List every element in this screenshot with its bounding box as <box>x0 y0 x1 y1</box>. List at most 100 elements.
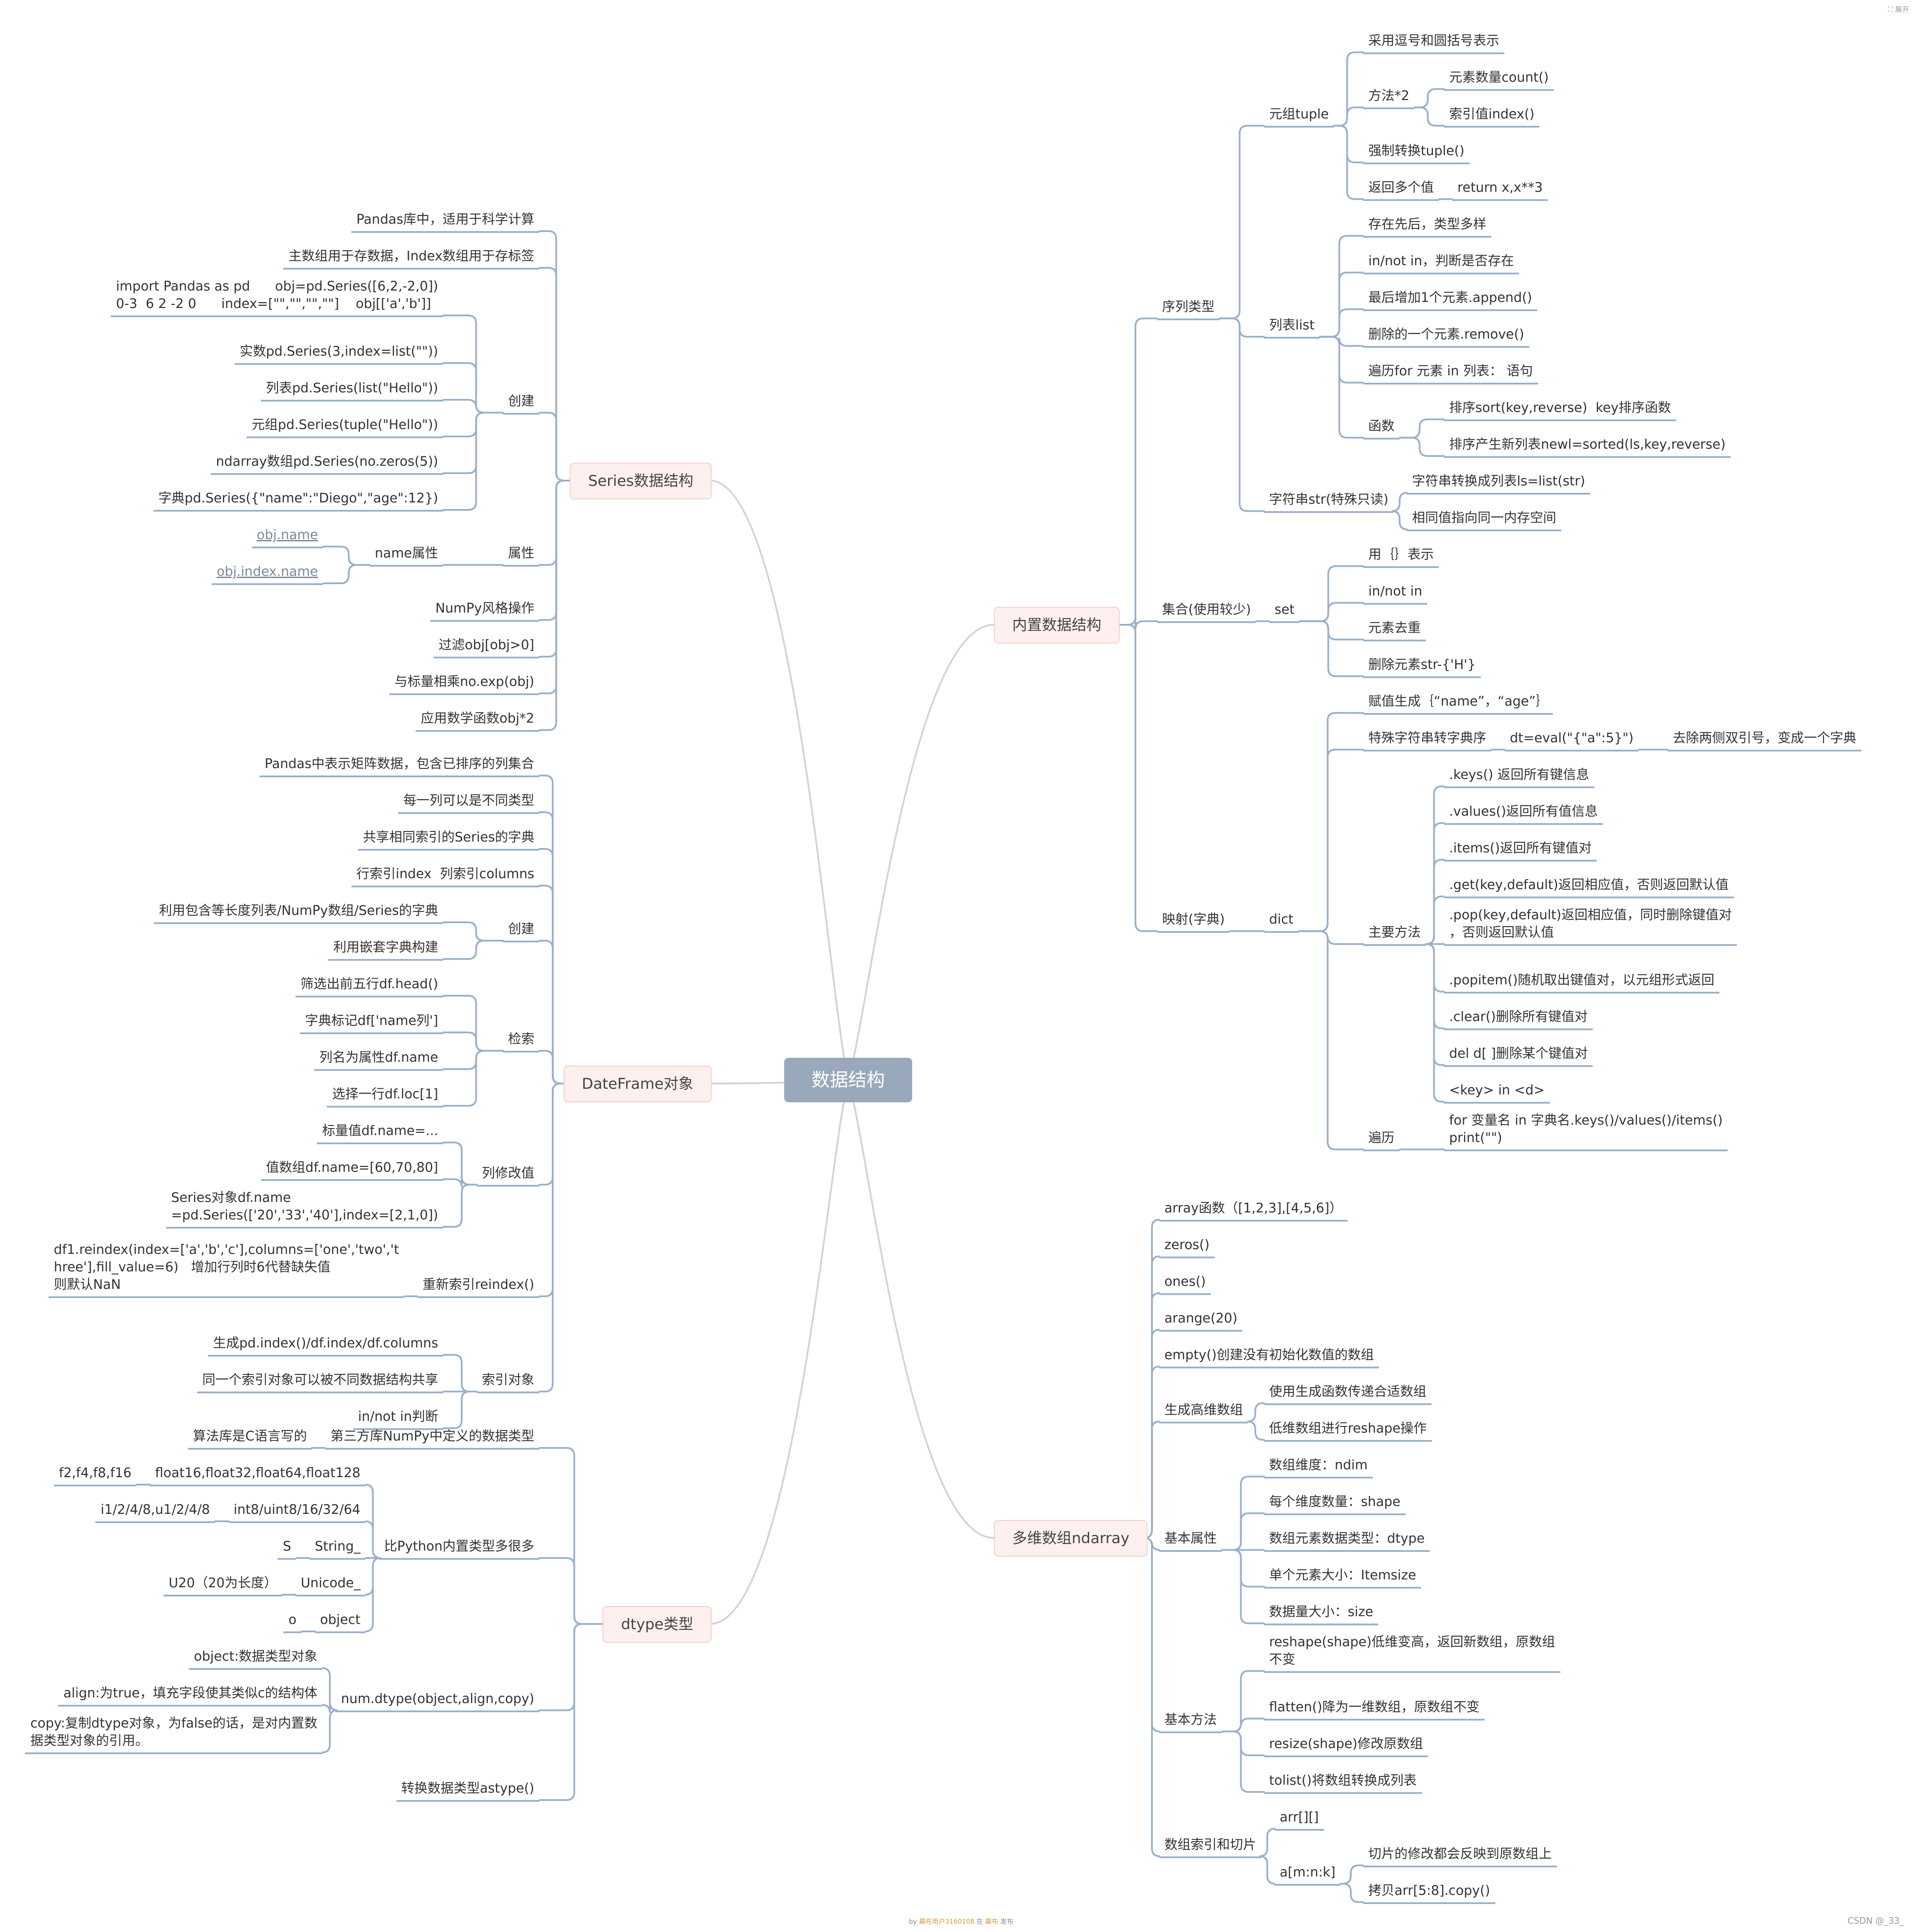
topic-node[interactable]: 列表list <box>1269 317 1315 333</box>
leaf-node[interactable]: 排序sort(key,reverse) key排序函数 <box>1449 400 1671 415</box>
leaf-node[interactable]: 列表pd.Series(list("Hello")) <box>266 381 438 396</box>
leaf-node[interactable]: in/not in判断 <box>358 1409 438 1424</box>
leaf-node[interactable]: 列名为属性df.name <box>319 1050 438 1065</box>
branch-node[interactable]: Series数据结构 <box>570 463 712 499</box>
leaf-node[interactable]: align:为true，填充字段使其类似c的结构体 <box>63 1686 318 1701</box>
leaf-node[interactable]: 利用包含等长度列表/NumPy数组/Series的字典 <box>159 903 438 918</box>
topic-node[interactable]: Unicode_ <box>301 1575 360 1591</box>
leaf-node[interactable]: empty()创建没有初始化数值的数组 <box>1164 1347 1374 1363</box>
leaf-node[interactable]: 采用逗号和圆括号表示 <box>1368 33 1499 48</box>
leaf-node[interactable]: 索引值index() <box>1449 106 1535 122</box>
leaf-node[interactable]: 字典pd.Series({"name":"Diego","age":12}) <box>158 491 438 506</box>
leaf-node[interactable]: 遍历for 元素 in 列表： 语句 <box>1368 363 1533 379</box>
leaf-node[interactable]: 元组pd.Series(tuple("Hello")) <box>252 417 438 433</box>
leaf-node[interactable]: resize(shape)修改原数组 <box>1269 1736 1423 1752</box>
leaf-node[interactable]: 过滤obj[obj>0] <box>438 637 534 653</box>
leaf-node[interactable]: 行索引index 列索引columns <box>356 866 534 882</box>
topic-node[interactable]: a[m:n:k] <box>1280 1864 1336 1880</box>
leaf-node[interactable]: NumPy风格操作 <box>435 601 534 616</box>
leaf-node[interactable]: 应用数学函数obj*2 <box>421 711 534 726</box>
topic-node[interactable]: 元组tuple <box>1269 106 1329 122</box>
topic-node[interactable]: dict <box>1269 912 1294 928</box>
leaf-node[interactable]: Series对象df.name =pd.Series(['20','33','4… <box>171 1190 438 1223</box>
leaf-node[interactable]: 数组元素数据类型：dtype <box>1269 1530 1425 1546</box>
leaf-node[interactable]: 单个元素大小：Itemsize <box>1269 1567 1416 1583</box>
leaf-node[interactable]: del d[ ]删除某个键值对 <box>1449 1046 1588 1061</box>
leaf-node[interactable]: 删除元素str-{'H'} <box>1368 657 1476 672</box>
leaf-node[interactable]: 排序产生新列表newl=sorted(ls,key,reverse) <box>1449 436 1726 452</box>
leaf-node[interactable]: 筛选出前五行df.head() <box>300 976 438 992</box>
leaf-node[interactable]: obj.name <box>256 527 318 543</box>
leaf-node[interactable]: .keys() 返回所有键信息 <box>1449 767 1589 782</box>
topic-node[interactable]: 比Python内置类型多很多 <box>384 1539 534 1554</box>
topic-node[interactable]: float16,float32,float64,float128 <box>155 1465 360 1481</box>
leaf-node[interactable]: 选择一行df.loc[1] <box>332 1087 438 1102</box>
leaf-node[interactable]: .pop(key,default)返回相应值，同时删除键值对 ，否则返回默认值 <box>1449 907 1732 940</box>
topic-node[interactable]: 方法*2 <box>1368 88 1410 104</box>
leaf-node[interactable]: 最后增加1个元素.append() <box>1368 290 1533 305</box>
leaf-node[interactable]: 算法库是C语言写的 <box>193 1429 307 1444</box>
leaf-node[interactable]: 赋值生成｛“name”，“age”｝ <box>1368 693 1549 709</box>
root-node[interactable]: 数据结构 <box>784 1058 912 1102</box>
topic-node[interactable]: 检索 <box>508 1032 534 1047</box>
leaf-node[interactable]: 数组维度：ndim <box>1269 1457 1368 1473</box>
footer-brand-link[interactable]: 幕布 <box>985 1918 998 1925</box>
leaf-node[interactable]: Pandas中表示矩阵数据，包含已排序的列集合 <box>264 756 534 772</box>
topic-node[interactable]: int8/uint8/16/32/64 <box>233 1502 361 1517</box>
leaf-node[interactable]: zeros() <box>1164 1237 1210 1253</box>
leaf-node[interactable]: in/not in <box>1368 583 1422 599</box>
leaf-node[interactable]: Pandas库中，适用于科学计算 <box>356 212 534 227</box>
leaf-node[interactable]: 标量值df.name=... <box>322 1123 438 1139</box>
leaf-node[interactable]: array函数（[1,2,3],[4,5,6]） <box>1164 1200 1343 1216</box>
topic-node[interactable]: 创建 <box>508 393 534 409</box>
leaf-node[interactable]: .items()返回所有键值对 <box>1449 840 1592 856</box>
leaf-node[interactable]: .values()返回所有值信息 <box>1449 803 1598 819</box>
leaf-node[interactable]: 字典标记df['name列'] <box>305 1013 438 1028</box>
leaf-node[interactable]: 元素去重 <box>1368 620 1421 636</box>
leaf-node[interactable]: 切片的修改都会反映到原数组上 <box>1368 1846 1552 1862</box>
topic-node[interactable]: 基本属性 <box>1164 1530 1217 1546</box>
leaf-node[interactable]: i1/2/4/8,u1/2/4/8 <box>100 1502 210 1517</box>
leaf-node[interactable]: o <box>288 1612 297 1627</box>
leaf-node[interactable]: f2,f4,f8,f16 <box>59 1465 132 1481</box>
leaf-node[interactable]: 使用生成函数传递合适数组 <box>1269 1384 1426 1399</box>
leaf-node[interactable]: 实数pd.Series(3,index=list("")) <box>239 344 438 359</box>
topic-node[interactable]: object <box>320 1612 361 1627</box>
leaf-node[interactable]: 删除的一个元素.remove() <box>1368 326 1524 342</box>
leaf-node[interactable]: 存在先后，类型多样 <box>1368 216 1486 232</box>
leaf-node[interactable]: 低维数组进行reshape操作 <box>1269 1420 1427 1436</box>
leaf-node[interactable]: for 变量名 in 字典名.keys()/values()/items() p… <box>1449 1112 1723 1146</box>
leaf-node[interactable]: .popitem()随机取出键值对，以元组形式返回 <box>1449 972 1715 988</box>
leaf-node[interactable]: arange(20) <box>1164 1310 1238 1326</box>
leaf-node[interactable]: 值数组df.name=[60,70,80] <box>266 1160 438 1175</box>
leaf-node[interactable]: 数据量大小：size <box>1269 1604 1374 1620</box>
leaf-node[interactable]: reshape(shape)低维变高，返回新数组，原数组 不变 <box>1269 1634 1555 1667</box>
topic-node[interactable]: num.dtype(object,align,copy) <box>341 1691 534 1707</box>
leaf-node[interactable]: 每个维度数量：shape <box>1269 1494 1401 1510</box>
footer-user-link[interactable]: 幕布用户3160108 <box>919 1918 975 1925</box>
topic-node[interactable]: 列修改值 <box>482 1165 534 1181</box>
topic-node[interactable]: 字符串str(特殊只读) <box>1269 492 1389 507</box>
topic-node[interactable]: 映射(字典) <box>1162 912 1225 928</box>
leaf-node[interactable]: 利用嵌套字典构建 <box>333 940 438 955</box>
leaf-node[interactable]: 共享相同索引的Series的字典 <box>363 830 534 845</box>
leaf-node[interactable]: 元素数量count() <box>1449 69 1549 85</box>
leaf-node[interactable]: ndarray数组pd.Series(no.zeros(5)) <box>216 454 438 469</box>
leaf-node[interactable]: return x,x**3 <box>1457 180 1543 195</box>
topic-node[interactable]: 索引对象 <box>482 1372 534 1388</box>
leaf-node[interactable]: .get(key,default)返回相应值，否则返回默认值 <box>1449 877 1729 893</box>
leaf-node[interactable]: <key> in <d> <box>1449 1082 1545 1098</box>
leaf-node[interactable]: object:数据类型对象 <box>194 1649 318 1664</box>
leaf-node[interactable]: in/not in，判断是否存在 <box>1368 253 1514 269</box>
topic-node[interactable]: name属性 <box>374 546 438 561</box>
topic-node[interactable]: 属性 <box>508 546 534 561</box>
leaf-node[interactable]: 相同值指向同一内存空间 <box>1412 510 1557 526</box>
topic-node[interactable]: dt=eval("{"a":5}") <box>1509 730 1634 746</box>
leaf-node[interactable]: 转换数据类型astype() <box>401 1781 534 1796</box>
topic-node[interactable]: 生成高维数组 <box>1164 1402 1243 1418</box>
leaf-node[interactable]: df1.reindex(index=['a','b','c'],columns=… <box>54 1242 399 1292</box>
leaf-node[interactable]: ones() <box>1164 1274 1206 1289</box>
leaf-node[interactable]: flatten()降为一维数组，原数组不变 <box>1269 1699 1480 1715</box>
branch-node[interactable]: DateFrame对象 <box>563 1066 712 1102</box>
leaf-node[interactable]: import Pandas as pd obj=pd.Series([6,2,-… <box>116 279 438 312</box>
